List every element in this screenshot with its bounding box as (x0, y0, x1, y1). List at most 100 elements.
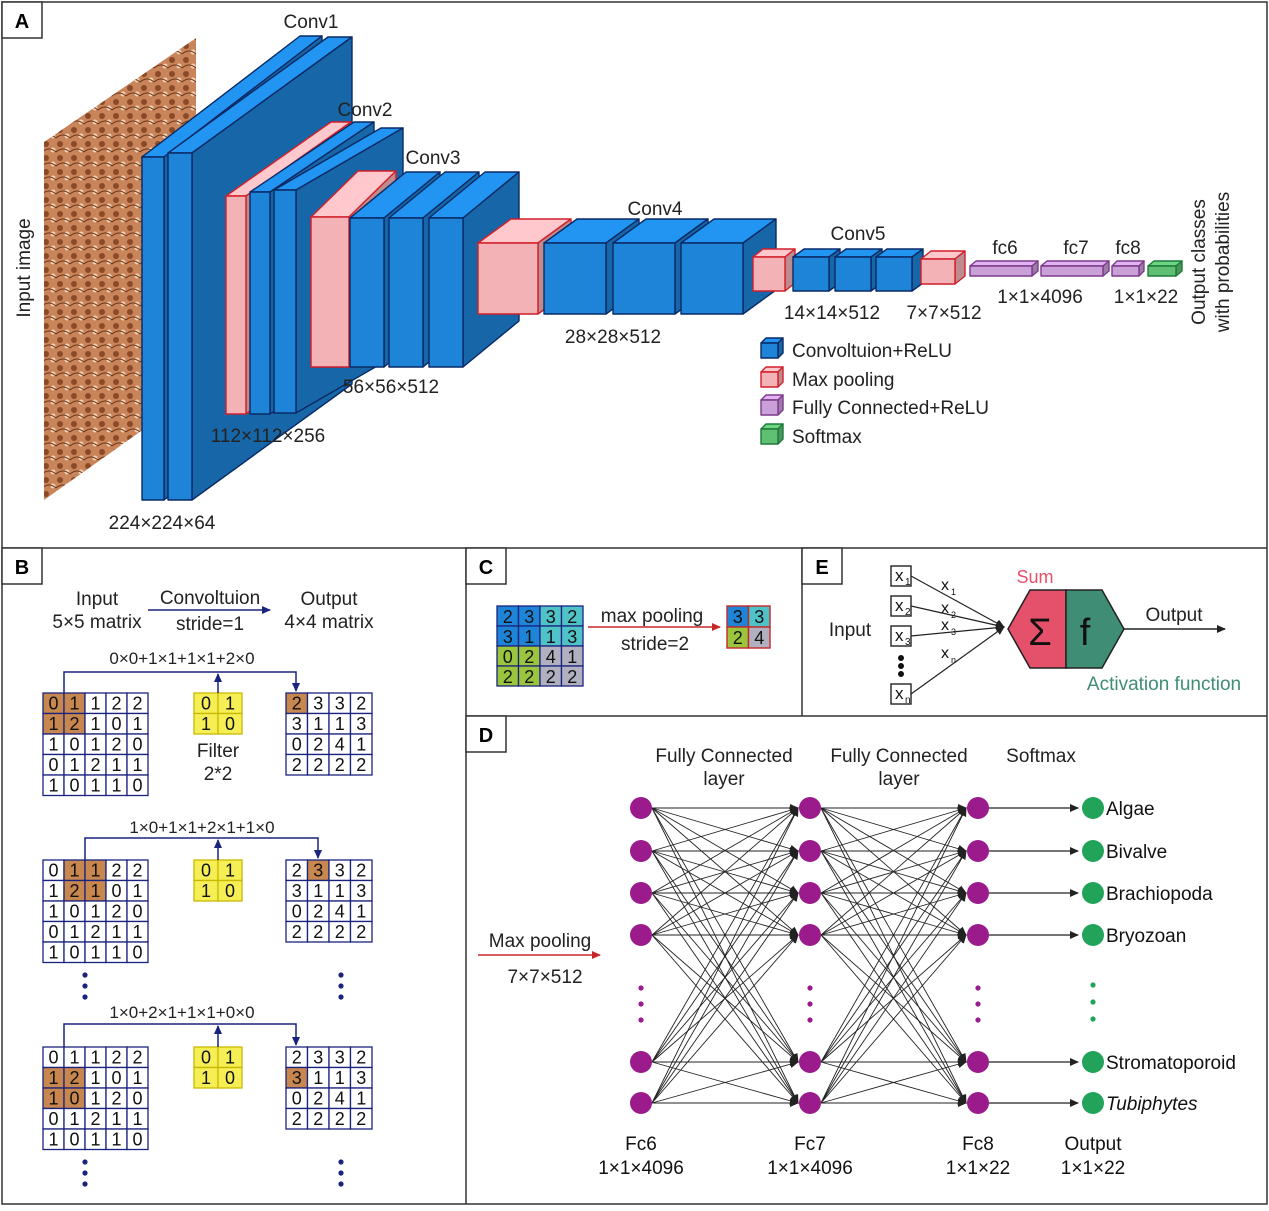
matrix-cell: 1 (48, 1088, 58, 1108)
legend-conv-cube (760, 337, 784, 359)
e-weight-label: x (941, 617, 949, 634)
matrix-cell: 1 (69, 693, 79, 713)
matrix-cell: 2 (313, 922, 323, 942)
matrix-cell: 0 (132, 901, 142, 921)
d-connection (820, 807, 967, 1063)
output-classes-line2: with probabilities (1213, 192, 1234, 333)
neuron-ellipsis-dot (975, 1017, 981, 1023)
matrix-cell: 1 (90, 881, 100, 901)
matrix-cell: 1 (48, 901, 58, 921)
neuron (630, 882, 652, 904)
letter-b: B (15, 557, 29, 579)
matrix-cell: 2 (292, 860, 302, 880)
matrix-cell: 2 (524, 667, 534, 687)
matrix-cell: 0 (111, 881, 121, 901)
e-weight-sub: n (951, 655, 956, 665)
ellipsis-dot (338, 994, 344, 1000)
panel-b-convolution: Input 5×5 matrix Convoltuion stride=1 Ou… (42, 588, 374, 1187)
matrix-cell: 0 (111, 714, 121, 734)
matrix-cell: 0 (132, 1088, 142, 1108)
matrix-cell: 2 (356, 922, 366, 942)
d-footer-name: Output (1064, 1134, 1122, 1155)
ellipsis-dot (82, 1170, 88, 1176)
neuron (967, 924, 989, 946)
d-connection (651, 807, 799, 936)
b-ellipsis-dots (82, 972, 344, 1187)
matrix-cell: 1 (48, 775, 58, 795)
matrix-cell: 2 (356, 1109, 366, 1129)
neuron-ellipsis-dot (975, 985, 981, 991)
matrix-cell: 0 (225, 714, 235, 734)
matrix-cell: 1 (69, 755, 79, 775)
matrix-cell: 1 (225, 860, 235, 880)
conv5-label: Conv5 (831, 224, 886, 245)
matrix-cell: 1 (356, 901, 366, 921)
matrix-cell: 1 (111, 1129, 121, 1149)
matrix-cell: 1 (90, 901, 100, 921)
e-weight-label: x (941, 600, 949, 617)
fc8-block (1111, 260, 1145, 277)
class-label: Stromatoporoid (1106, 1053, 1236, 1074)
d-input-dim: 7×7×512 (507, 967, 582, 988)
d-footer-name: Fc7 (794, 1134, 826, 1155)
matrix-cell: 3 (292, 714, 302, 734)
matrix-cell: 2 (111, 860, 121, 880)
matrix-cell: 3 (524, 607, 534, 627)
matrix-cell: 4 (335, 901, 345, 921)
matrix-cell: 0 (201, 1047, 211, 1067)
matrix-cell: 1 (111, 942, 121, 962)
dim-4096: 1×1×4096 (997, 287, 1083, 308)
panel-letter-d: D (465, 715, 507, 753)
matrix-cell: 2 (111, 901, 121, 921)
matrix-cell: 1 (111, 775, 121, 795)
conv4-label: Conv4 (628, 199, 683, 220)
matrix-cell: 1 (132, 1068, 142, 1088)
matrix-cell: 2 (111, 1088, 121, 1108)
matrix-cell: 0 (132, 775, 142, 795)
neuron (630, 840, 652, 862)
letter-c: C (479, 557, 493, 579)
fc6-label: fc6 (992, 238, 1017, 259)
matrix-cell: 1 (69, 860, 79, 880)
matrix-cell: 1 (132, 922, 142, 942)
letter-d: D (479, 725, 493, 747)
neuron (799, 1051, 821, 1073)
dim-224: 224×224×64 (109, 513, 216, 534)
matrix-cell: 1 (90, 942, 100, 962)
ellipsis-dot (338, 983, 344, 989)
conv5-block-2 (834, 248, 883, 292)
b-input-size: 5×5 matrix (52, 612, 142, 633)
matrix-cell: 1 (90, 734, 100, 754)
legend-pool-cube (760, 366, 784, 388)
neuron-ellipsis-dot (638, 1001, 644, 1007)
matrix-cell: 1 (48, 1129, 58, 1149)
softmax-block (1147, 260, 1183, 277)
class-label: Algae (1106, 799, 1155, 820)
matrix-cell: 2 (503, 667, 513, 687)
panel-letter-a: A (1, 1, 43, 39)
e-ellipsis-dot (898, 655, 904, 661)
b-bracket (63, 671, 300, 693)
matrix-cell: 3 (313, 860, 323, 880)
neuron (967, 1051, 989, 1073)
class-label: Bryozoan (1106, 926, 1186, 947)
panel-letter-e: E (801, 547, 843, 585)
matrix-cell: 1 (524, 627, 534, 647)
e-weight-line (910, 575, 1005, 628)
b-equation-3: 1×0+2×1+1×1+0×0 (109, 1003, 254, 1022)
d-header1-line1: Fully Connected (655, 746, 792, 767)
e-input-sub: 1 (905, 577, 911, 588)
b-stride-label: stride=1 (176, 614, 244, 635)
matrix-cell: 1 (225, 1047, 235, 1067)
e-input-x: x (895, 596, 904, 615)
matrix-cell: 2 (69, 881, 79, 901)
e-input-x: x (895, 626, 904, 645)
b-equation-2: 1×0+1×1+2×1+1×0 (129, 818, 274, 837)
e-output-label: Output (1145, 605, 1203, 626)
